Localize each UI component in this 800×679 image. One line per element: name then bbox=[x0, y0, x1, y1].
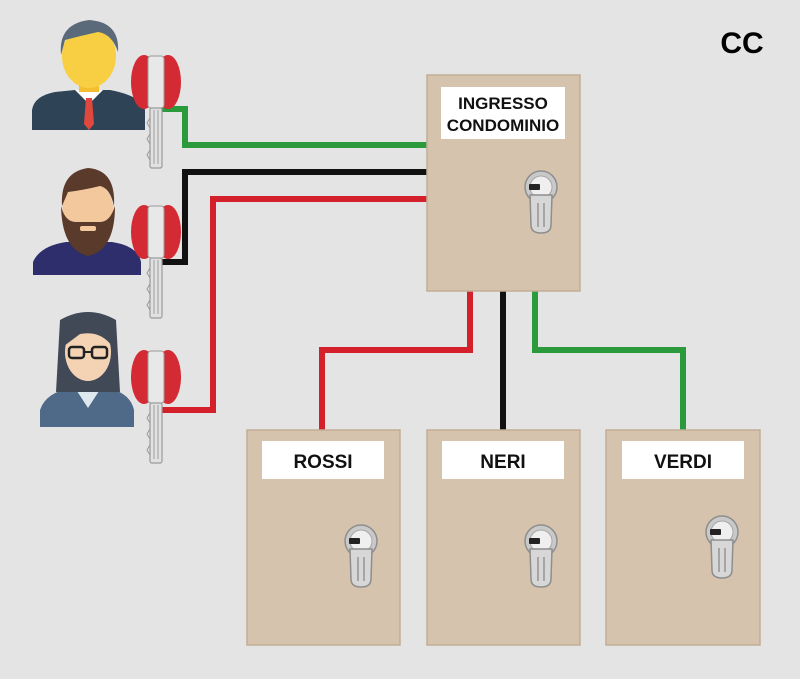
door-verdi: VERDI bbox=[605, 429, 761, 646]
main-door-label-box bbox=[441, 87, 565, 139]
main-door-label-line1: INGRESSO bbox=[458, 94, 548, 113]
green-wire-to-verdi bbox=[532, 291, 686, 431]
door-verdi-label: VERDI bbox=[654, 452, 712, 473]
green-wire-to-main bbox=[157, 106, 428, 148]
door-neri-label: NERI bbox=[480, 452, 525, 473]
key-icon-red bbox=[130, 349, 182, 464]
door-neri-label-box bbox=[442, 441, 564, 479]
main-door: INGRESSO CONDOMINIO bbox=[426, 74, 581, 292]
red-wire-to-main bbox=[157, 196, 428, 413]
bearded-man-icon bbox=[33, 168, 141, 275]
red-wire-to-rossi bbox=[319, 291, 473, 431]
main-door-label-line2: CONDOMINIO bbox=[447, 116, 559, 135]
door-rossi: ROSSI bbox=[246, 429, 401, 646]
brand-logo: CC bbox=[720, 27, 763, 60]
wires bbox=[157, 106, 686, 431]
door-neri: NERI bbox=[426, 429, 581, 646]
black-wire-to-main bbox=[157, 169, 428, 265]
door-verdi-label-box bbox=[622, 441, 744, 479]
door-rossi-label: ROSSI bbox=[293, 452, 352, 473]
woman-with-glasses-icon bbox=[40, 312, 134, 427]
businessman-icon bbox=[32, 20, 145, 130]
door-rossi-label-box bbox=[262, 441, 384, 479]
